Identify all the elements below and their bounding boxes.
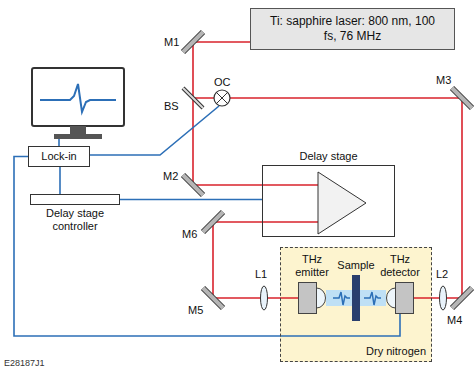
detector-shape	[386, 282, 414, 314]
mirror	[203, 212, 223, 232]
part-label: OC	[214, 76, 231, 89]
monitor-base	[54, 134, 102, 139]
mirror	[183, 32, 203, 52]
nitrogen-ground	[280, 247, 432, 362]
mirror	[452, 88, 472, 108]
laser-beams	[193, 42, 462, 298]
monitor	[32, 68, 124, 126]
thz-detector: THz detector	[386, 282, 414, 314]
pump-beam	[193, 42, 318, 185]
silicon-lens	[387, 288, 396, 308]
mirror	[203, 212, 223, 232]
retro-reflector	[318, 172, 366, 234]
figure-id: E28187J1	[4, 357, 45, 370]
emitter-shape	[298, 282, 326, 314]
mirror	[183, 175, 203, 195]
mirror	[452, 288, 472, 308]
chopper-blade	[216, 92, 228, 104]
monitor-stand	[70, 126, 86, 134]
waveform	[40, 84, 116, 112]
antenna-chip	[396, 283, 414, 314]
node-text: THz emitter	[289, 253, 335, 279]
optical-chopper	[214, 90, 230, 106]
lens	[440, 286, 447, 310]
silicon-lens	[317, 288, 326, 308]
node-text: Delay stage	[262, 150, 395, 163]
thz-pulse	[364, 292, 381, 305]
node-text: Lock-in	[41, 150, 76, 163]
mirror	[183, 32, 203, 52]
part-label: M2	[163, 170, 178, 183]
thz-pulse	[333, 292, 350, 305]
delay-stage-box: Delay stage	[262, 165, 395, 237]
mirror	[452, 88, 472, 108]
sample-slab: Sample	[352, 275, 360, 321]
part-label: M3	[436, 74, 451, 87]
probe-beam	[193, 98, 462, 298]
mirror	[203, 288, 223, 308]
part-label: BS	[164, 100, 179, 113]
node-text: Sample	[331, 259, 381, 272]
lens	[261, 286, 268, 310]
part-label: M1	[164, 36, 179, 49]
beam-splitter	[183, 88, 203, 108]
lock-in-box: Lock-in	[28, 146, 90, 167]
signal-cable	[59, 167, 61, 194]
signal-cable	[120, 199, 262, 201]
thz-emitter: THz emitter	[298, 282, 326, 314]
node-text: Delay stage controller	[27, 207, 123, 233]
mirrors	[183, 32, 472, 308]
nitrogen-region: Dry nitrogenTHz emitterSampleTHz detecto…	[280, 247, 432, 362]
chopper-wheel	[214, 90, 230, 106]
part-label: M6	[182, 228, 197, 241]
mirror	[452, 288, 472, 308]
antenna-chip	[299, 283, 317, 314]
node-text: Ti: sapphire laser: 800 nm, 100 fs, 76 M…	[268, 14, 438, 44]
part-label: L1	[255, 268, 267, 281]
signal-wire	[90, 106, 219, 155]
mirror	[183, 175, 203, 195]
part-label: M5	[188, 304, 203, 317]
beam-splitter	[183, 88, 203, 108]
computer	[32, 68, 124, 139]
part-label: M4	[447, 314, 462, 327]
laser-box: Ti: sapphire laser: 800 nm, 100 fs, 76 M…	[250, 8, 455, 50]
controller-box: Delay stage controller	[30, 194, 120, 205]
chopper-blade	[216, 92, 228, 104]
mirror	[203, 288, 223, 308]
signal-wire	[58, 139, 60, 146]
node-text: Dry nitrogen	[366, 345, 426, 358]
part-label: L2	[436, 268, 448, 281]
node-text: THz detector	[375, 253, 425, 279]
